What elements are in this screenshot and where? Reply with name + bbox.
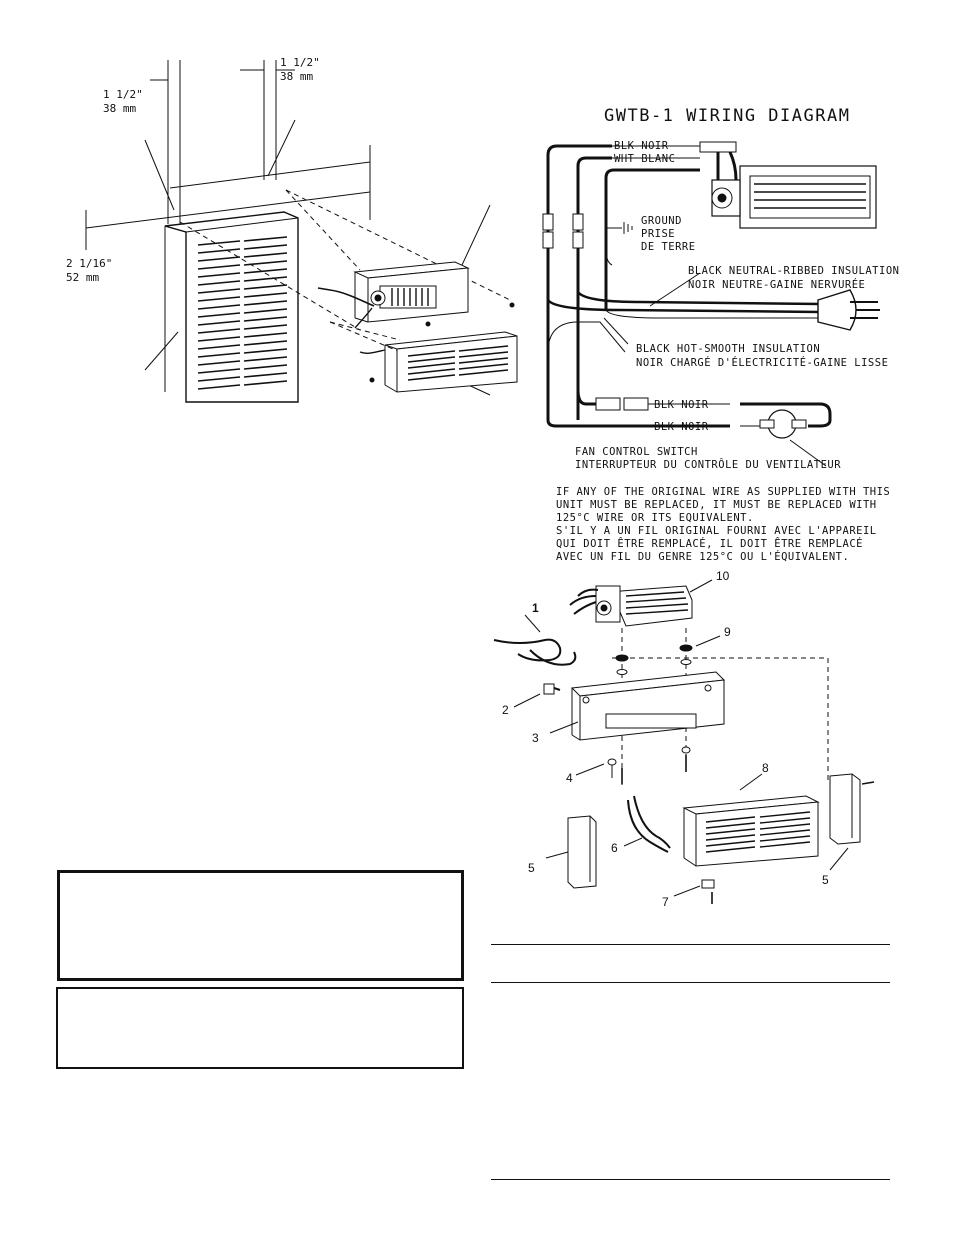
rule-2 — [491, 982, 890, 983]
installation-dimension-labels: 1 1/2" 38 mm 1 1/2" 38 mm 2 1/16" 52 mm — [66, 56, 320, 284]
callout-7: 7 — [662, 895, 669, 909]
fan-switch-label-2: INTERRUPTEUR DU CONTRÔLE DU VENTILATEUR — [575, 458, 841, 471]
neutral-label-1: BLACK NEUTRAL-RIBBED INSULATION — [688, 265, 899, 277]
dim-side: 2 1/16" — [66, 257, 112, 270]
callout-10: 10 — [716, 569, 730, 583]
wire-label-wht: WHT BLANC — [614, 153, 675, 165]
callout-1: 1 — [532, 601, 539, 615]
callout-4: 4 — [566, 771, 573, 785]
callout-9: 9 — [724, 625, 731, 639]
notice-box-lower — [56, 987, 464, 1069]
dim-top-right: 1 1/2" — [280, 56, 320, 69]
hot-label-1: BLACK HOT-SMOOTH INSULATION — [636, 343, 820, 355]
parts-callouts: 1 2 3 4 5 6 5 7 8 9 10 — [502, 569, 829, 909]
callout-6: 6 — [611, 841, 618, 855]
ground-label-2: PRISE — [641, 228, 675, 240]
callout-5-left: 5 — [528, 861, 535, 875]
wire-note-5: QUI DOIT ÊTRE REMPLACÉ, IL DOIT ÊTRE REM… — [556, 537, 863, 550]
ground-label-3: DE TERRE — [641, 241, 696, 253]
wire-label-blk: BLK NOIR — [614, 140, 669, 152]
wire-note-6: AVEC UN FIL DU GENRE 125°C OU L'ÉQUIVALE… — [556, 550, 849, 563]
parts-exploded-view — [493, 579, 875, 904]
wiring-labels: BLK NOIR WHT BLANC GROUND PRISE DE TERRE… — [556, 140, 899, 563]
callout-2: 2 — [502, 703, 509, 717]
dim-top-left-mm: 38 mm — [103, 102, 136, 115]
wire-note-2: UNIT MUST BE REPLACED, IT MUST BE REPLAC… — [556, 499, 877, 511]
dim-side-mm: 52 mm — [66, 271, 99, 284]
wiring-title: GWTB-1 WIRING DIAGRAM — [604, 106, 850, 126]
callout-8: 8 — [762, 761, 769, 775]
switch-wire-label-2: BLK NOIR — [654, 421, 709, 433]
dim-top-left: 1 1/2" — [103, 88, 143, 101]
wire-note-3: 125°C WIRE OR ITS EQUIVALENT. — [556, 512, 754, 524]
notice-box-upper — [57, 870, 464, 981]
dim-top-right-mm: 38 mm — [280, 70, 313, 83]
switch-wire-label-1: BLK NOIR — [654, 399, 709, 411]
hot-label-2: NOIR CHARGÉ D'ÉLECTRICITÉ-GAINE LISSE — [636, 356, 888, 369]
wire-note-1: IF ANY OF THE ORIGINAL WIRE AS SUPPLIED … — [556, 486, 890, 498]
ground-label-1: GROUND — [641, 215, 682, 227]
callout-3: 3 — [532, 731, 539, 745]
fan-switch-label-1: FAN CONTROL SWITCH — [575, 446, 698, 458]
wire-note-4: S'IL Y A UN FIL ORIGINAL FOURNI AVEC L'A… — [556, 525, 877, 537]
rule-1 — [491, 944, 890, 945]
rule-3 — [491, 1179, 890, 1180]
callout-5-right: 5 — [822, 873, 829, 887]
installation-figure — [85, 60, 518, 403]
neutral-label-2: NOIR NEUTRE-GAINE NERVURÉE — [688, 278, 865, 291]
wiring-lines — [542, 141, 880, 467]
